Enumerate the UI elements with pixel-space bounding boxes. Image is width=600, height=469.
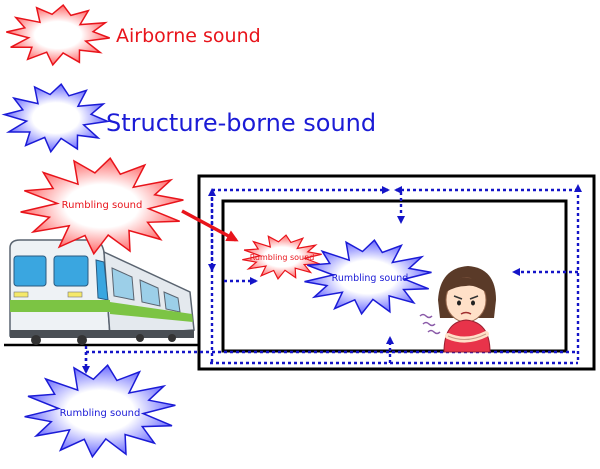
legend-structure-label: Structure-borne sound	[106, 109, 376, 137]
structure-burst-icon	[24, 363, 176, 459]
propagation-paths	[82, 184, 582, 374]
airborne-burst-icon	[6, 4, 110, 67]
building-outer-wall	[197, 174, 596, 371]
ground-structure-burst: Rumbling sound	[24, 363, 176, 459]
airborne-arrow	[181, 209, 239, 242]
airborne-burst-icon	[242, 234, 322, 280]
room-structure-burst: Rumbling sound	[304, 239, 432, 316]
legend-structure: Structure-borne sound	[1, 83, 376, 154]
room-structure-label: Rumbling sound	[332, 273, 409, 284]
legend-airborne-label: Airborne sound	[116, 25, 261, 47]
structure-burst-icon	[304, 239, 432, 316]
train-icon	[9, 239, 195, 345]
airborne-burst-icon	[20, 157, 184, 256]
train-airborne-burst: Rumbling sound	[20, 157, 184, 256]
structure-burst-icon	[1, 83, 111, 154]
ground-structure-label: Rumbling sound	[60, 408, 141, 419]
vibration-icon	[419, 313, 441, 335]
room-airborne-burst: Rumbling sound	[242, 234, 322, 280]
annoyed-person-icon	[438, 266, 496, 353]
legend-airborne: Airborne sound	[6, 4, 261, 67]
train-airborne-label: Rumbling sound	[62, 200, 143, 211]
room-airborne-label: Rumbling sound	[250, 253, 315, 262]
